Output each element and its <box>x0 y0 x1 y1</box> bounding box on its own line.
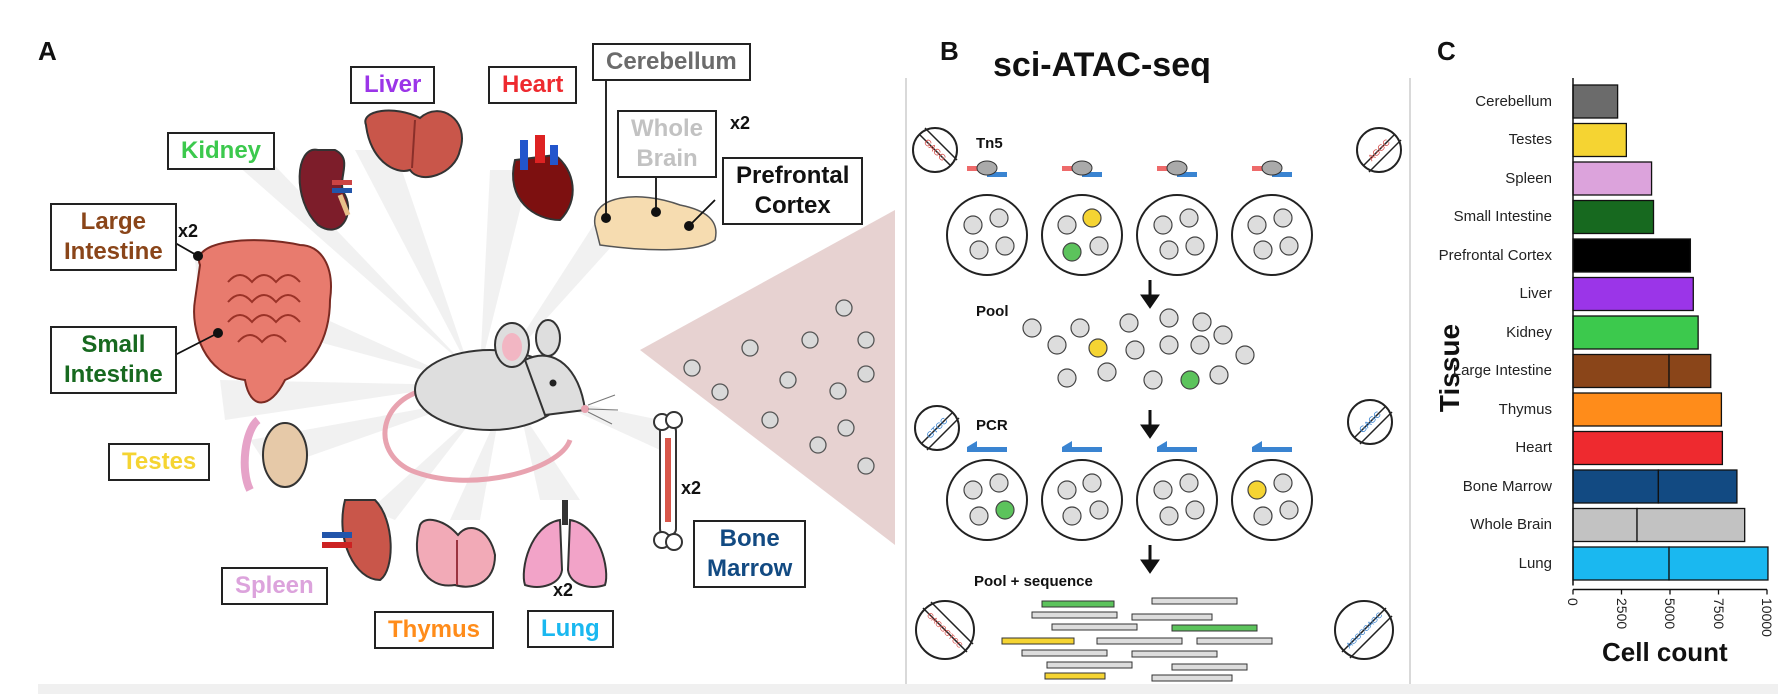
panel-divider-ab <box>905 78 907 686</box>
intestines-icon <box>169 239 332 404</box>
step-pool: Pool <box>976 303 1009 320</box>
label-heart: Heart <box>488 66 578 104</box>
nuclei-cone <box>640 210 895 545</box>
category-label: Prefrontal Cortex <box>1438 246 1552 264</box>
liver-icon <box>364 109 463 179</box>
multiplier-lung: x2 <box>553 580 574 600</box>
bottom-strip <box>38 684 1778 694</box>
panel-label-c: C <box>1437 36 1456 66</box>
category-label: Spleen <box>1505 169 1552 187</box>
label-whole-brain: Whole Brain <box>617 110 717 178</box>
kidney-icon <box>298 148 352 231</box>
protocol-title: sci-ATAC-seq <box>993 46 1211 84</box>
label-liver: Liver <box>350 66 436 104</box>
tissue-collection-illustration <box>169 64 895 588</box>
category-label: Liver <box>1519 285 1552 302</box>
category-label: Lung <box>1518 554 1552 572</box>
heart-icon <box>512 135 574 222</box>
panel-divider-bc <box>1409 78 1411 686</box>
barcode-disc-tn5-left: GAGG <box>912 127 958 173</box>
barcode-disc-pcr-right: GAGC <box>1347 399 1393 445</box>
x-tick-label: 0 <box>1565 597 1581 606</box>
testes-icon <box>240 416 308 492</box>
multiplier-bone-marrow: x2 <box>681 478 702 498</box>
category-label: Kidney <box>1506 323 1552 341</box>
panel-label-a: A <box>38 36 57 66</box>
nuclei-droplets <box>683 299 875 475</box>
panel-label-b: B <box>940 36 959 66</box>
pcr-primers <box>967 441 1292 452</box>
category-label: Large Intestine <box>1452 362 1552 379</box>
thymus-icon <box>415 518 497 588</box>
label-small-intestine: Small Intestine <box>50 326 177 394</box>
chart-x-axis-title: Cell count <box>1602 637 1728 667</box>
bone-icon <box>653 411 683 551</box>
barcode-disc-pcr-left: GTCC <box>914 405 960 451</box>
label-kidney: Kidney <box>167 132 276 170</box>
multiplier-whole-brain: x2 <box>730 113 751 133</box>
label-large-intestine: Large Intestine <box>50 203 177 271</box>
barcode-disc-seq-right: AGGCGAGC <box>1334 600 1394 660</box>
label-thymus: Thymus <box>374 611 495 649</box>
category-label: Heart <box>1515 439 1552 456</box>
category-label: Whole Brain <box>1470 516 1552 533</box>
category-label: Small Intestine <box>1453 208 1552 225</box>
protocol-diagram: GAGG AGGC GTCC GAGC GAGGGTCC AGGCGAGC <box>912 127 1402 682</box>
category-label: Cerebellum <box>1475 92 1552 110</box>
nuclei-row-tn5 <box>963 208 1299 262</box>
category-label: Thymus <box>1498 400 1552 418</box>
lung-icon <box>522 500 608 588</box>
tn5-transposomes <box>967 160 1292 177</box>
multiplier-large-intestine: x2 <box>178 221 199 241</box>
label-spleen: Spleen <box>221 567 328 605</box>
flow-arrows <box>1140 280 1160 574</box>
barcode-disc-tn5-right: AGGC <box>1356 127 1402 173</box>
step-pool-sequence: Pool + sequence <box>974 573 1093 590</box>
label-cerebellum: Cerebellum <box>592 43 751 81</box>
x-tick-label: 2500 <box>1613 597 1630 629</box>
brain-icon <box>594 64 717 251</box>
category-label: Bone Marrow <box>1462 477 1552 495</box>
x-tick-label: 5000 <box>1662 597 1678 629</box>
barcode-disc-seq-left: GAGGGTCC <box>915 600 975 660</box>
label-bone-marrow: Bone Marrow <box>693 520 807 588</box>
label-lung: Lung <box>527 610 614 648</box>
category-label: Testes <box>1508 131 1552 148</box>
label-prefrontal-cortex: Prefrontal Cortex <box>722 157 864 225</box>
step-pcr: PCR <box>976 417 1008 434</box>
x-tick-label: 10000 <box>1759 597 1775 637</box>
label-testes: Testes <box>108 443 211 481</box>
spleen-icon <box>322 499 392 582</box>
step-tn5: Tn5 <box>976 135 1003 152</box>
mouse-icon <box>382 319 619 483</box>
pooled-nuclei <box>1022 308 1255 390</box>
x-tick-label: 7500 <box>1710 597 1727 629</box>
nuclei-row-pcr <box>963 473 1299 526</box>
sequencing-reads <box>1001 597 1273 682</box>
